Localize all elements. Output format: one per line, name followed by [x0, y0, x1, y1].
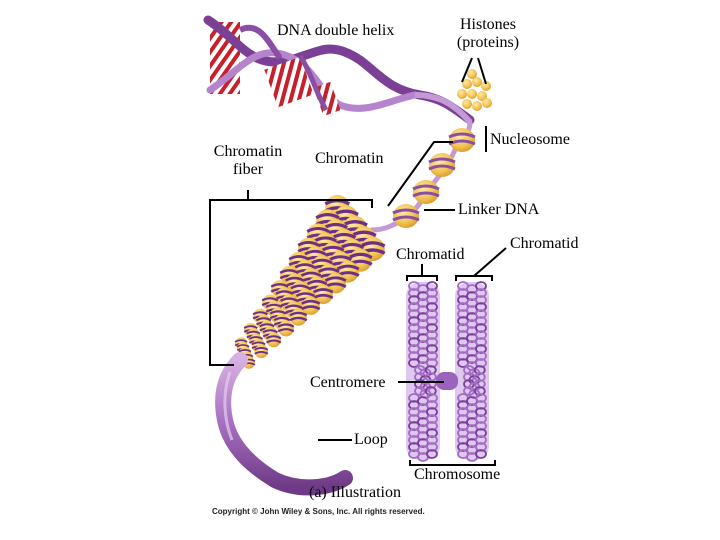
nucleosome [429, 153, 455, 177]
label-loop: Loop [354, 431, 388, 449]
chromatin-fiber [235, 195, 385, 369]
label-chromosome: Chromosome [414, 466, 500, 484]
nucleosome [393, 204, 419, 228]
label-chromatid-left: Chromatid [396, 246, 464, 264]
fiber-bead [278, 321, 294, 337]
fiber-bead [255, 345, 268, 358]
fiber-bead [290, 309, 307, 326]
label-chromatin: Chromatin [315, 150, 383, 168]
label-histones: Histones (proteins) [452, 16, 524, 52]
fiber-bead [267, 333, 281, 347]
label-histones-line1: Histones [452, 16, 524, 34]
copyright-notice: Copyright © John Wiley & Sons, Inc. All … [212, 507, 425, 516]
histone-cluster [457, 69, 492, 111]
chromosome [406, 282, 489, 461]
caption: (a) Illustration [309, 484, 401, 502]
label-chromatid-right: Chromatid [510, 235, 578, 253]
label-histones-line2: (proteins) [452, 34, 524, 52]
label-linker-dna: Linker DNA [458, 201, 539, 219]
label-chromatin-fiber: Chromatin fiber [205, 143, 291, 179]
chromatid-left-shape [406, 282, 440, 461]
nucleosome [413, 180, 439, 204]
label-nucleosome: Nucleosome [490, 131, 570, 149]
nucleosome [449, 128, 475, 152]
chromatid-right-shape [455, 282, 489, 461]
label-dna-double-helix: DNA double helix [277, 22, 394, 40]
label-centromere: Centromere [310, 374, 386, 392]
label-chromatin-fiber-line1: Chromatin [205, 143, 291, 161]
label-chromatin-fiber-line2: fiber [205, 161, 291, 179]
